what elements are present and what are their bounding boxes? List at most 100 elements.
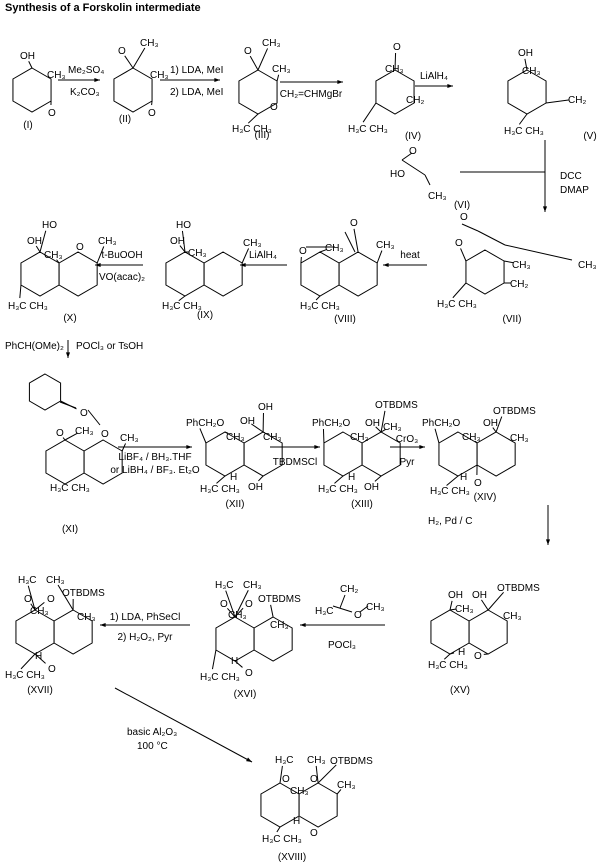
- atom-label: CH₃: [228, 610, 247, 621]
- substituent-bond: [60, 400, 77, 410]
- bond: [401, 159, 426, 176]
- substituent-bond: [181, 230, 186, 253]
- substituent-bond: [481, 599, 489, 611]
- atom-label: O: [245, 599, 253, 610]
- atom-label: H₃C CH₃: [200, 672, 240, 683]
- compound-label: (VII): [503, 314, 522, 325]
- atom-label: OH: [27, 236, 42, 247]
- atom-label: O: [244, 46, 252, 57]
- atom-label: O: [282, 774, 290, 785]
- substituent-bond: [57, 584, 74, 611]
- reagent-label: POCl₃ or TsOH: [76, 341, 143, 352]
- ring: [203, 251, 243, 297]
- compound-label: (XIV): [474, 492, 497, 503]
- substituent-bond: [270, 604, 274, 618]
- atom-label: CH₃: [44, 250, 63, 261]
- atom-label: CH₃: [270, 620, 289, 631]
- substituent-bond: [353, 228, 359, 253]
- atom-label: CH₃: [120, 433, 139, 444]
- bond: [344, 231, 356, 253]
- arrowhead-icon: [447, 83, 453, 89]
- bond: [424, 174, 431, 186]
- substituent-bond: [34, 653, 46, 664]
- substituent-bond: [28, 61, 33, 69]
- compound-label: (V): [583, 131, 596, 142]
- substituent-bond: [317, 764, 337, 784]
- atom-label: O: [455, 238, 463, 249]
- atom-label: PhCH₂O: [312, 418, 351, 429]
- atom-label: CH₃: [243, 238, 262, 249]
- atom-label: O: [220, 599, 228, 610]
- arrowhead-icon: [383, 262, 389, 268]
- reagent-label: LiBF₄ / BH₃.THF: [118, 452, 191, 463]
- reagent-label: PhCH(OMe)₂: [5, 341, 64, 352]
- substituent-bond: [247, 113, 259, 124]
- substituent-bond: [225, 590, 236, 618]
- arrowhead-icon: [186, 444, 192, 450]
- arrowhead-icon: [65, 352, 71, 358]
- substituent-bond: [336, 789, 342, 795]
- ring: [53, 609, 93, 655]
- atom-label: CH₃: [512, 260, 531, 271]
- atom-label: CH₃: [75, 426, 94, 437]
- ring: [338, 251, 378, 297]
- atom-label: CH₃: [98, 236, 117, 247]
- atom-label: OTBDMS: [375, 400, 418, 411]
- atom-label: OH: [364, 482, 379, 493]
- atom-label: O: [80, 408, 88, 419]
- substituent-bond: [234, 607, 244, 618]
- atom-label: CH₃: [522, 66, 541, 77]
- arrowhead-icon: [337, 79, 343, 85]
- substituent-bond: [375, 426, 382, 433]
- substituent-bond: [315, 765, 319, 784]
- atom-label: O: [56, 428, 64, 439]
- bond: [401, 152, 413, 161]
- atom-label: OH: [448, 590, 463, 601]
- reagent-atom-label: CH₂: [340, 584, 358, 595]
- atom-label: CH₃: [428, 191, 447, 202]
- atom-label: H₃C CH₃: [348, 124, 388, 135]
- substituent-bond: [20, 653, 36, 670]
- substituent-bond: [216, 475, 226, 484]
- reagent-label: 1) LDA, PhSeCl: [110, 612, 181, 623]
- atom-label: CH₃: [385, 64, 404, 75]
- substituent-bond: [452, 282, 467, 299]
- compound-label: (IX): [197, 310, 213, 321]
- substituent-bond: [394, 52, 397, 71]
- substituent-bond: [374, 475, 382, 482]
- substituent-bond: [449, 600, 453, 611]
- atom-label: H: [293, 816, 300, 827]
- atom-label: CH₃: [325, 243, 344, 254]
- atom-label: H₃C CH₃: [8, 301, 48, 312]
- substituent-bond: [27, 585, 36, 611]
- atom-label: O: [245, 668, 253, 679]
- substituent-bond: [30, 603, 36, 611]
- substituent-bond: [276, 826, 281, 833]
- atom-label: H₃C CH₃: [428, 660, 468, 671]
- substituent-bond: [96, 246, 105, 264]
- reagent-label: LiAlH₄: [420, 71, 448, 82]
- atom-label: CH₃: [350, 432, 369, 443]
- atom-label: CH₃: [243, 580, 262, 591]
- atom-label: CH₃: [376, 240, 395, 251]
- atom-label: O: [48, 664, 56, 675]
- substituent-bond: [178, 295, 186, 302]
- ring: [465, 249, 505, 295]
- substituent-bond: [241, 248, 250, 264]
- reaction-arrow: [114, 687, 253, 763]
- arrowhead-icon: [214, 77, 220, 83]
- atom-label: H₃C: [18, 575, 37, 586]
- atom-label: CH₃: [383, 422, 402, 433]
- substituent-bond: [545, 99, 570, 104]
- atom-label: CH₂: [510, 279, 528, 290]
- atom-label: H₃C: [215, 580, 234, 591]
- arrowhead-icon: [100, 622, 106, 628]
- atom-label: CH₃: [462, 432, 481, 443]
- reagent-label: 2) H₂O₂, Pyr: [118, 632, 174, 643]
- atom-label: OH: [365, 418, 380, 429]
- atom-label: O: [148, 108, 156, 119]
- compound-label: (XII): [226, 499, 245, 510]
- substituent-bond: [334, 475, 344, 484]
- reagent-label: LiAlH₄: [249, 250, 277, 261]
